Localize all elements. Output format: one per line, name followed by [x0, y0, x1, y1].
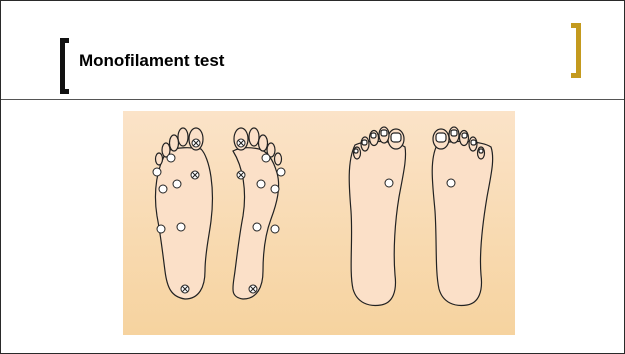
title-bracket-right	[571, 23, 581, 78]
page-title: Monofilament test	[79, 51, 224, 71]
feet-diagram	[123, 111, 515, 335]
left-dorsum-test-site	[385, 179, 393, 187]
title-bracket-left	[60, 38, 69, 94]
right-dorsum-test-site	[447, 179, 455, 187]
title-divider	[1, 99, 624, 100]
